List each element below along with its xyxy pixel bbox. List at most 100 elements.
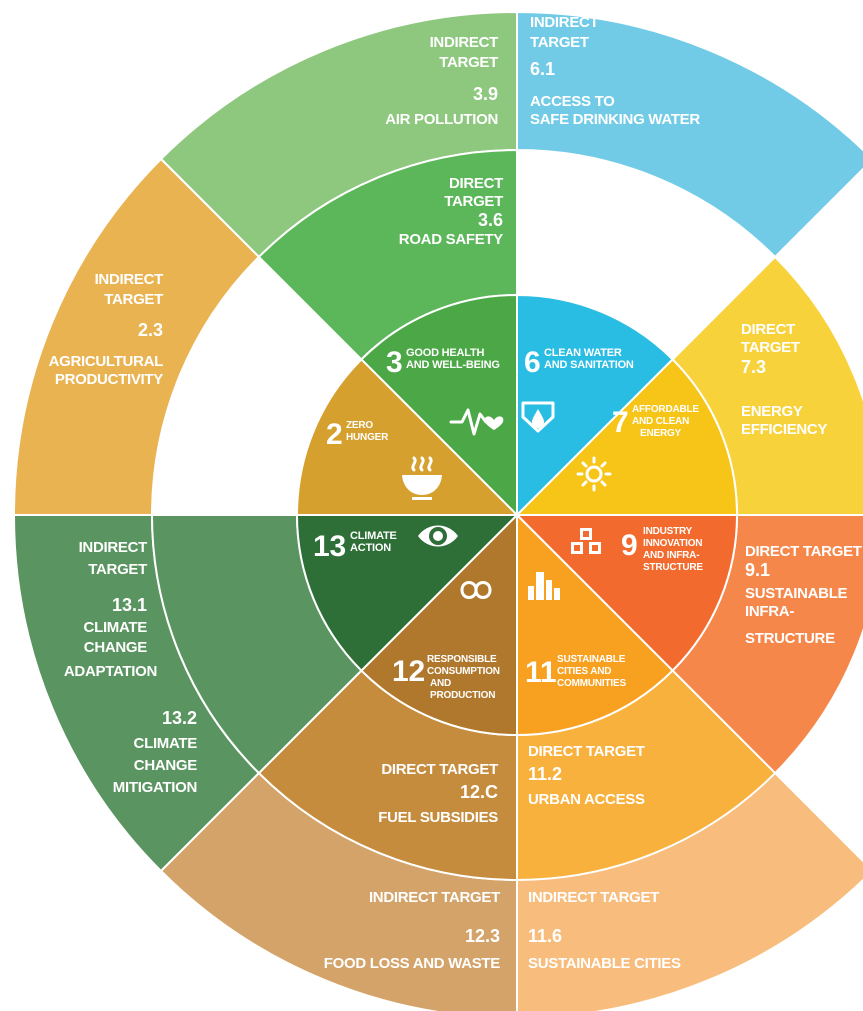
svg-text:DIRECT: DIRECT — [449, 175, 503, 192]
svg-text:FUEL SUBSIDIES: FUEL SUBSIDIES — [378, 809, 498, 826]
sdg9-label: 9 INDUSTRY INNOVATION AND INFRA- STRUCTU… — [621, 526, 704, 573]
svg-text:AND: AND — [430, 678, 451, 689]
svg-text:INDIRECT: INDIRECT — [530, 14, 599, 31]
svg-text:DIRECT TARGET: DIRECT TARGET — [381, 761, 498, 778]
svg-text:TARGET: TARGET — [530, 34, 589, 51]
svg-text:13: 13 — [313, 530, 346, 563]
direct-target-12-c: DIRECT TARGET 12.C FUEL SUBSIDIES — [378, 761, 498, 826]
svg-text:HUNGER: HUNGER — [346, 432, 389, 443]
svg-text:MITIGATION: MITIGATION — [113, 779, 197, 796]
sdg6-label: 6 CLEAN WATER AND SANITATION — [524, 346, 634, 379]
svg-text:ROAD SAFETY: ROAD SAFETY — [399, 231, 504, 248]
svg-text:FOOD LOSS AND WASTE: FOOD LOSS AND WASTE — [324, 955, 501, 972]
direct-target-11-2: DIRECT TARGET 11.2 URBAN ACCESS — [528, 743, 645, 808]
indirect-target-6-1: INDIRECT TARGET 6.1 ACCESS TO SAFE DRINK… — [530, 14, 701, 128]
svg-text:INDIRECT: INDIRECT — [79, 539, 148, 556]
svg-text:ADAPTATION: ADAPTATION — [64, 663, 157, 680]
svg-text:CHANGE: CHANGE — [84, 639, 147, 656]
wedge-sdg7 — [514, 357, 739, 516]
direct-target-7-3: DIRECT TARGET 7.3 ENERGY EFFICIENCY — [741, 321, 828, 438]
direct-target-9-1: DIRECT TARGET 9.1 SUSTAINABLE INFRA- STR… — [745, 543, 862, 647]
svg-text:INDUSTRY: INDUSTRY — [643, 526, 693, 537]
svg-text:AGRICULTURAL: AGRICULTURAL — [49, 353, 164, 370]
wedge-sdg13 — [295, 514, 520, 673]
wedge-sdg2 — [295, 357, 520, 516]
sdg3-label: 3 GOOD HEALTH AND WELL-BEING — [386, 346, 500, 379]
svg-text:3.9: 3.9 — [473, 84, 498, 104]
sdg2-label: 2 ZERO HUNGER — [326, 418, 389, 451]
svg-text:CLIMATE: CLIMATE — [134, 735, 198, 752]
svg-text:PRODUCTION: PRODUCTION — [430, 690, 495, 701]
svg-text:CONSUMPTION: CONSUMPTION — [427, 666, 500, 677]
svg-text:AIR POLLUTION: AIR POLLUTION — [385, 111, 498, 128]
svg-text:CITIES AND: CITIES AND — [557, 666, 611, 677]
svg-text:DIRECT TARGET: DIRECT TARGET — [528, 743, 645, 760]
svg-text:CHANGE: CHANGE — [134, 757, 197, 774]
svg-text:6.1: 6.1 — [530, 59, 555, 79]
svg-text:13.1: 13.1 — [112, 595, 147, 615]
wedge-sdg12 — [359, 512, 518, 737]
eye-globe-icon — [418, 525, 458, 547]
cubes-icon — [571, 528, 601, 554]
svg-text:URBAN ACCESS: URBAN ACCESS — [528, 791, 645, 808]
wedge-sdg6 — [516, 293, 675, 518]
svg-text:TARGET: TARGET — [88, 561, 147, 578]
svg-text:TARGET: TARGET — [439, 54, 498, 71]
svg-text:INDIRECT TARGET: INDIRECT TARGET — [369, 889, 500, 906]
svg-text:CLIMATE: CLIMATE — [84, 619, 148, 636]
svg-text:GOOD HEALTH: GOOD HEALTH — [406, 347, 485, 359]
sdg11-label: 11 SUSTAINABLE CITIES AND COMMUNITIES — [525, 654, 627, 689]
svg-text:12.C: 12.C — [460, 782, 498, 802]
svg-text:ENERGY: ENERGY — [741, 403, 803, 420]
svg-text:INDIRECT: INDIRECT — [95, 271, 164, 288]
svg-text:SUSTAINABLE CITIES: SUSTAINABLE CITIES — [528, 955, 681, 972]
svg-text:PRODUCTIVITY: PRODUCTIVITY — [55, 371, 163, 388]
svg-text:AND SANITATION: AND SANITATION — [544, 359, 634, 371]
indirect-target-13-2: 13.2 CLIMATE CHANGE MITIGATION — [113, 708, 198, 796]
sdg7-label: 7 AFFORDABLE AND CLEAN ENERGY — [612, 404, 700, 439]
svg-text:11.2: 11.2 — [528, 764, 562, 784]
svg-text:TARGET: TARGET — [444, 193, 503, 210]
svg-text:ACTION: ACTION — [350, 542, 391, 554]
svg-text:RESPONSIBLE: RESPONSIBLE — [427, 654, 497, 665]
svg-text:13.2: 13.2 — [162, 708, 197, 728]
svg-text:2: 2 — [326, 418, 343, 451]
svg-text:2.3: 2.3 — [138, 320, 163, 340]
svg-text:INDIRECT TARGET: INDIRECT TARGET — [528, 889, 659, 906]
infinity-icon — [460, 581, 492, 599]
svg-text:ENERGY: ENERGY — [640, 428, 682, 439]
svg-text:TARGET: TARGET — [104, 291, 163, 308]
water-drop-icon — [521, 401, 555, 433]
svg-text:12: 12 — [392, 655, 425, 688]
wedge-sdg11 — [516, 512, 675, 737]
svg-text:3: 3 — [386, 346, 403, 379]
sdg13-label: 13 CLIMATE ACTION — [313, 530, 397, 563]
svg-text:SUSTAINABLE: SUSTAINABLE — [557, 654, 626, 665]
svg-text:DIRECT: DIRECT — [741, 321, 795, 338]
svg-text:SUSTAINABLE: SUSTAINABLE — [745, 585, 848, 602]
svg-text:ACCESS TO: ACCESS TO — [530, 93, 615, 110]
heartbeat-icon — [449, 408, 504, 436]
sun-icon — [576, 456, 612, 492]
indirect-target-11-6: INDIRECT TARGET 11.6 SUSTAINABLE CITIES — [528, 889, 681, 972]
svg-text:CLEAN WATER: CLEAN WATER — [544, 347, 622, 359]
svg-text:11: 11 — [525, 656, 556, 689]
svg-text:7: 7 — [612, 406, 629, 439]
svg-text:11.6: 11.6 — [528, 926, 562, 946]
svg-text:3.6: 3.6 — [478, 210, 503, 230]
bowl-icon — [402, 456, 442, 500]
svg-text:EFFICIENCY: EFFICIENCY — [741, 421, 827, 438]
svg-text:12.3: 12.3 — [465, 926, 500, 946]
svg-text:AND CLEAN: AND CLEAN — [632, 416, 689, 427]
svg-text:DIRECT TARGET: DIRECT TARGET — [745, 543, 862, 560]
indirect-target-12-3: INDIRECT TARGET 12.3 FOOD LOSS AND WASTE — [324, 889, 501, 972]
svg-text:INFRA-: INFRA- — [745, 603, 794, 620]
indirect-ring-sdg6 — [516, 0, 863, 259]
svg-text:COMMUNITIES: COMMUNITIES — [557, 678, 626, 689]
svg-text:STRUCTURE: STRUCTURE — [643, 562, 703, 573]
svg-text:TARGET: TARGET — [741, 339, 800, 356]
wedge-sdg3 — [359, 293, 518, 518]
svg-text:CLIMATE: CLIMATE — [350, 530, 397, 542]
svg-text:AND INFRA-: AND INFRA- — [643, 550, 699, 561]
